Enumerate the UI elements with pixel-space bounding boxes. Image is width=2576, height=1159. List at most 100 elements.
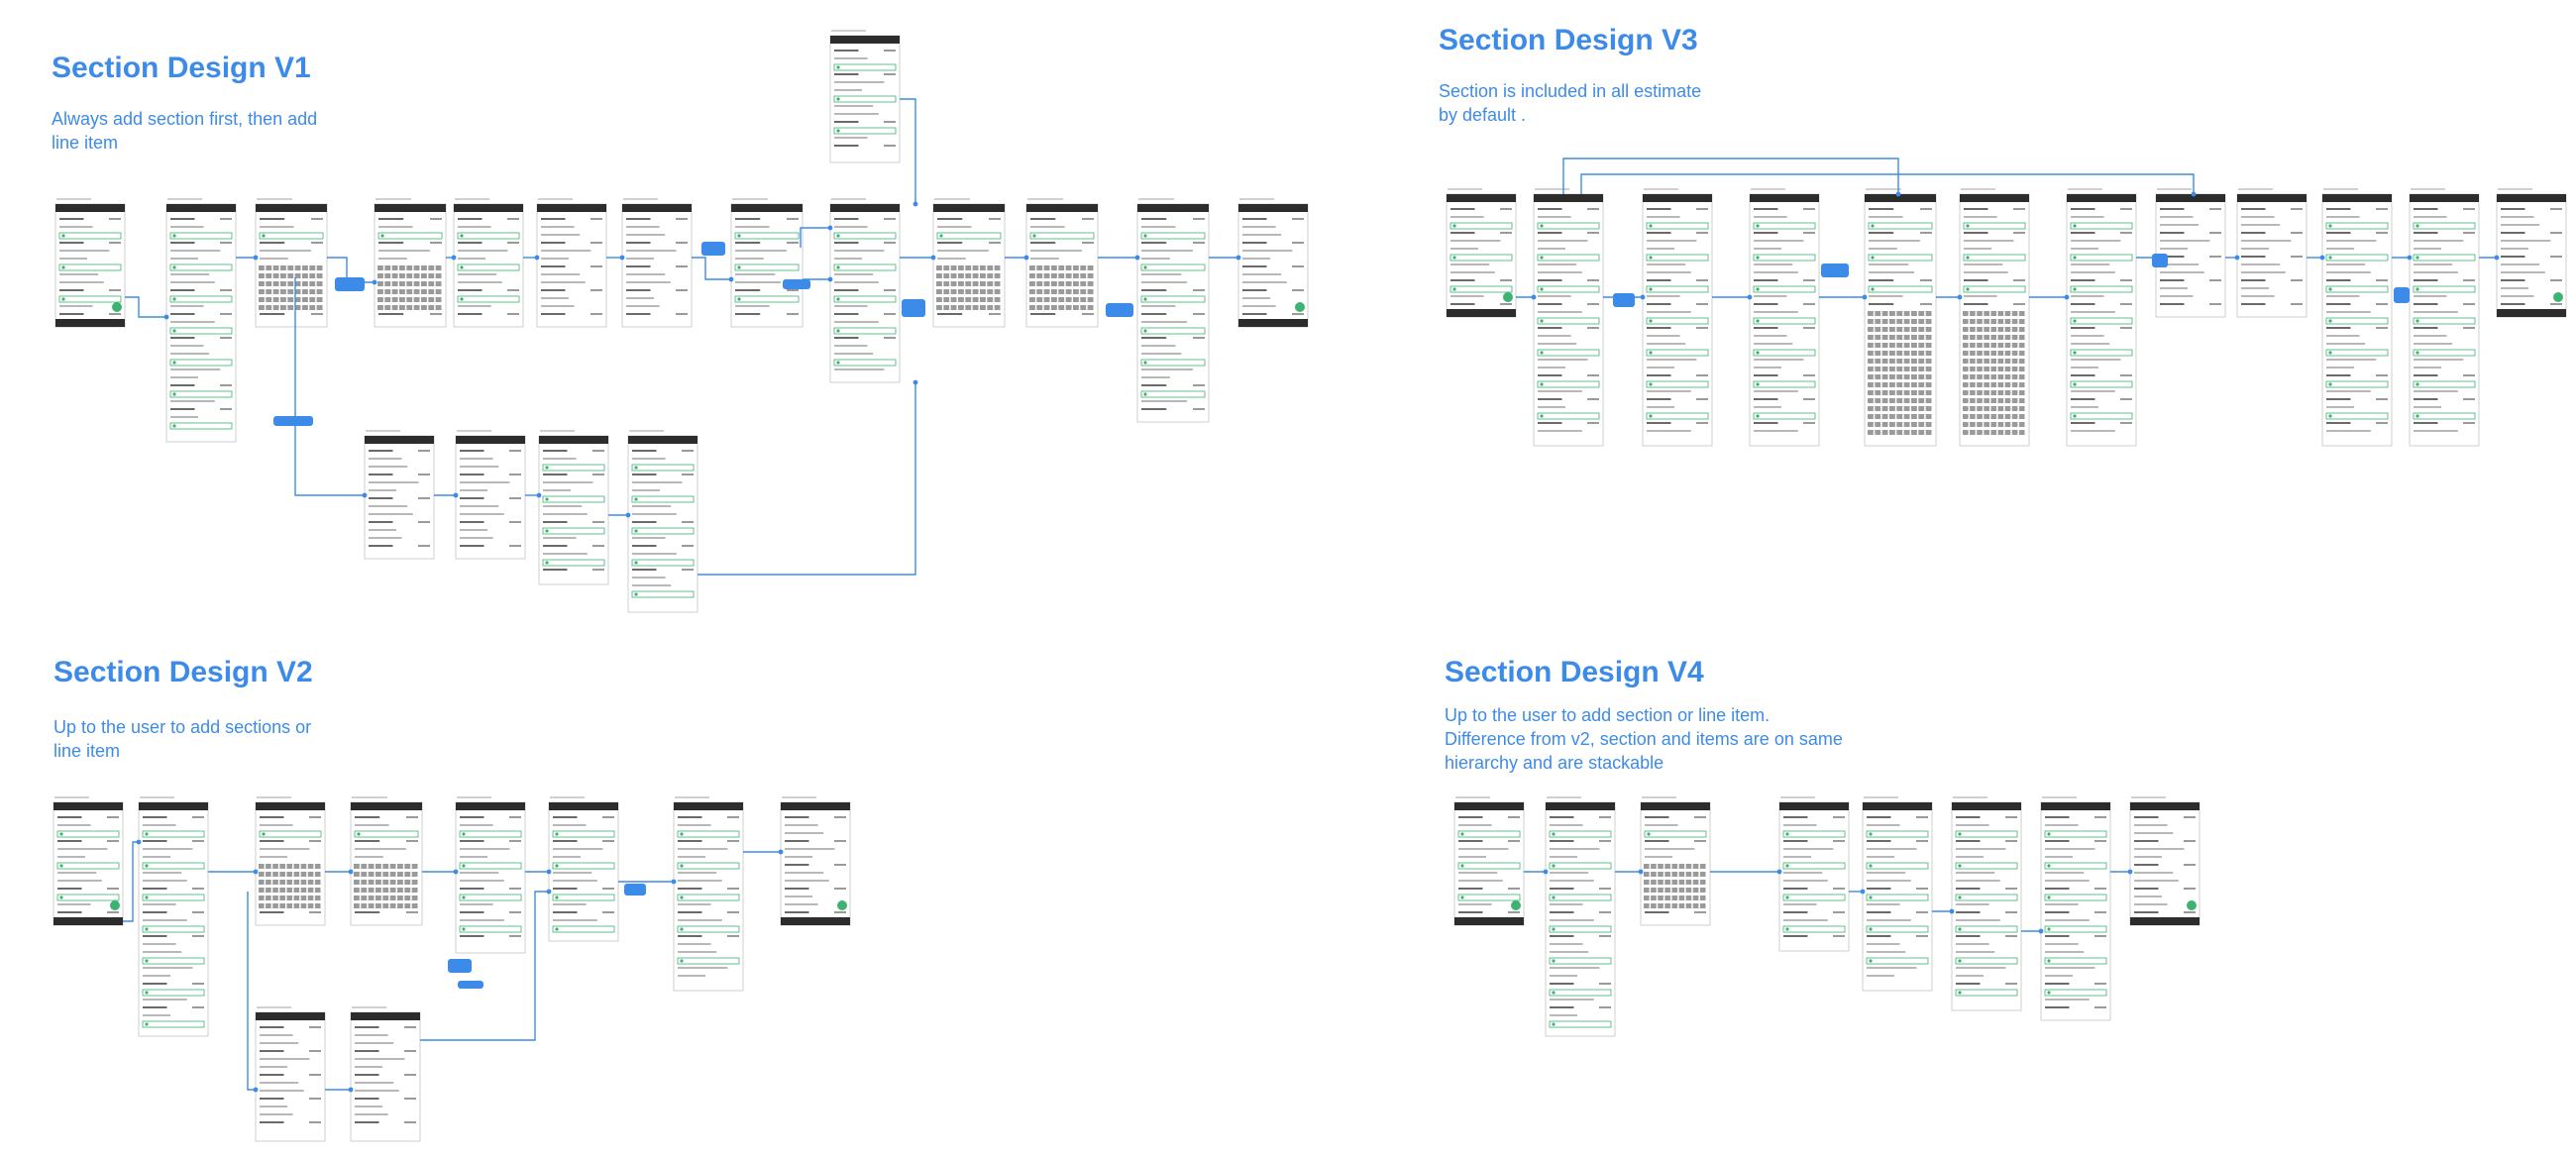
connector-end-18 [912,379,918,385]
text-value [1803,327,1815,329]
text-line [626,305,660,307]
key [411,896,418,900]
phone-screen-v1-3 [255,198,328,328]
green-dot [836,361,840,365]
text-value [884,121,896,123]
text-line [355,856,383,858]
text-line [1141,353,1182,355]
text-line [1754,232,1778,234]
key [972,273,979,278]
key [1990,382,1997,387]
key [382,903,389,908]
key [1875,382,1881,387]
key [266,273,272,278]
phone-caption [1642,796,1676,798]
key [1881,374,1888,379]
text-line [1538,374,1562,376]
text-value [884,73,896,75]
text-line [2071,430,2115,432]
text-line [834,273,874,275]
fab [112,302,122,312]
key [2004,319,2011,324]
key [272,903,278,908]
key [1963,406,1969,411]
text-line [632,474,657,475]
green-action [2413,254,2476,262]
text-line [834,289,859,291]
key [2004,335,2011,340]
text-line [1458,903,1492,905]
green-dot [2047,991,2051,995]
text-line [1538,406,1565,408]
key [1963,335,1969,340]
text-line [2414,263,2453,265]
text-value [602,888,614,890]
phone-screen-v2-6 [548,796,619,942]
text-value [884,242,896,244]
key [1997,414,2004,419]
text-value [311,242,323,244]
key [354,864,360,869]
key [987,281,994,286]
key [1984,367,1989,371]
key [1868,422,1874,427]
text-line [1783,816,1808,818]
key [309,297,316,302]
green-dot [262,234,266,238]
key [294,297,301,302]
green-dot [1647,832,1651,836]
section-v1-title: Section Design V1 [52,52,311,84]
text-value [1694,816,1706,818]
text-line [2045,999,2090,1001]
key [1896,414,1903,419]
key [1963,390,1969,395]
text-value [109,313,121,315]
key [382,864,389,869]
text-line [260,1066,287,1068]
key [316,305,323,310]
text-line [626,289,651,291]
key [1043,289,1050,294]
green-action [169,232,233,240]
green-dot [1756,224,1760,228]
text-line [1538,327,1562,329]
green-action [2413,380,2476,388]
green-action [169,359,233,367]
key [1925,327,1932,332]
text-line [1956,856,1984,858]
key [1970,319,1976,324]
text-value [727,816,739,818]
text-value [309,840,321,842]
green-action [1782,925,1846,933]
text-value [2184,864,2196,866]
text-value [1694,911,1706,913]
phone-caption [2068,188,2102,190]
text-line [458,258,485,260]
key [1997,343,2004,348]
phone-caption [732,198,768,200]
text-line [678,840,702,842]
text-line [541,281,586,283]
green-dot [555,864,559,868]
key [1678,872,1685,877]
green-action [1549,830,1612,838]
key [280,273,286,278]
phone-frame [829,35,901,163]
key [428,297,435,302]
text-line [626,313,651,315]
green-action [2325,222,2389,230]
text-value [2463,279,2475,281]
green-dot [1143,329,1147,333]
key [421,281,427,286]
text-value [309,816,321,818]
key [384,305,391,310]
green-action [1866,957,1929,965]
text-value [1696,208,1708,210]
text-line [1550,1014,1577,1016]
green-dot [460,265,464,269]
text-value [1833,911,1845,913]
text-value [2184,840,2196,842]
key [1963,319,1969,324]
text-line [2045,975,2073,977]
text-line [460,816,484,818]
